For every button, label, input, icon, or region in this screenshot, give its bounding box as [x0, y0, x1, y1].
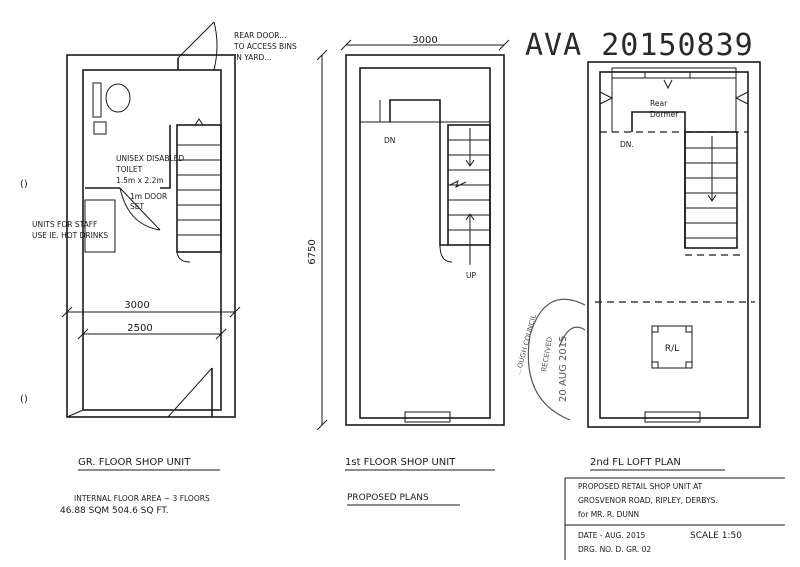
door-set-note: 1m DOOR SET	[130, 192, 170, 211]
rear-dormer	[599, 67, 749, 132]
stamp-date-text: 20 AUG 2015	[558, 336, 569, 402]
toilet-note: UNISEX DISABLED TOILET 1.5m x 2.2m	[115, 154, 187, 185]
toilet-door-leaf	[119, 187, 161, 231]
reference-number: AVA 20150839	[525, 28, 754, 63]
loft-front-window	[644, 411, 701, 423]
first-floor-plan: 3000 6750 DN UP 1st FLOOR SHOP UNIT	[307, 35, 510, 471]
roof-light-label: R/L	[665, 344, 679, 354]
ground-floor-outer-wall	[66, 54, 236, 418]
dim-height-label: 6750	[307, 239, 318, 264]
loft-plan-label: 2nd FL LOFT PLAN	[590, 457, 681, 468]
rear-door-note: REAR DOOR... TO ACCESS BINS IN YARD...	[233, 31, 299, 62]
first-floor-outer-wall	[345, 54, 505, 426]
title-line-2: GROSVENOR ROAD, RIPLEY, DERBYS.	[578, 496, 718, 505]
title-line-1: PROPOSED RETAIL SHOP UNIT AT	[578, 482, 703, 491]
title-drawing-number: DRG. NO. D. GR. 02	[578, 545, 651, 554]
ground-floor-stair	[176, 118, 222, 263]
shop-door-leaf	[167, 367, 213, 418]
title-scale: SCALE 1:50	[690, 531, 742, 541]
up-label: UP	[466, 271, 476, 280]
dim-3000-label: 3000	[124, 300, 149, 311]
proposed-plans-label: PROPOSED PLANS	[347, 493, 429, 503]
rear-dormer-label: Rear Dormer	[650, 99, 679, 119]
rear-door-leaf	[177, 21, 215, 59]
first-floor-stair	[389, 99, 491, 265]
loft-dn-label: DN.	[620, 140, 634, 149]
svg-text:(): ()	[20, 394, 28, 405]
floor-area-note: INTERNAL FLOOR AREA ~ 3 FLOORS 46.88 SQM…	[60, 494, 212, 516]
first-floor-label: 1st FLOOR SHOP UNIT	[345, 457, 456, 468]
ground-floor-plan: () () REAR DOOR... TO ACCESS BINS IN YAR…	[20, 21, 299, 471]
title-block: PROPOSED RETAIL SHOP UNIT AT GROSVENOR R…	[564, 477, 785, 560]
title-date: DATE - AUG. 2015	[578, 531, 646, 540]
ground-floor-label: GR. FLOOR SHOP UNIT	[78, 457, 191, 468]
council-received-stamp: ...OUGH COUNCIL RECEIVED 20 AUG 2015	[514, 298, 586, 421]
basin-icon	[93, 121, 107, 135]
dim-2500-label: 2500	[127, 323, 152, 334]
loft-inner-wall	[599, 71, 749, 419]
loft-stair	[631, 111, 740, 256]
loft-outer-wall	[587, 61, 761, 428]
stamp-council-text: ...OUGH COUNCIL	[514, 314, 538, 376]
dim-width-label: 3000	[412, 35, 437, 46]
wc-pan-icon	[105, 83, 131, 113]
svg-text:(): ()	[20, 179, 28, 190]
staff-units-note: UNITS FOR STAFF USE IE. HOT DRINKS	[32, 220, 108, 240]
title-line-3: for MR. R. DUNN	[578, 510, 639, 519]
loft-plan: R/L Rear Dormer DN. 2nd FL LOFT PLAN	[587, 61, 761, 471]
dn-label: DN	[384, 136, 395, 145]
front-window	[404, 411, 451, 423]
cistern	[92, 82, 102, 118]
staff-units	[84, 199, 116, 253]
roof-light-icon	[651, 325, 693, 369]
stamp-received-text: RECEIVED	[540, 336, 554, 372]
